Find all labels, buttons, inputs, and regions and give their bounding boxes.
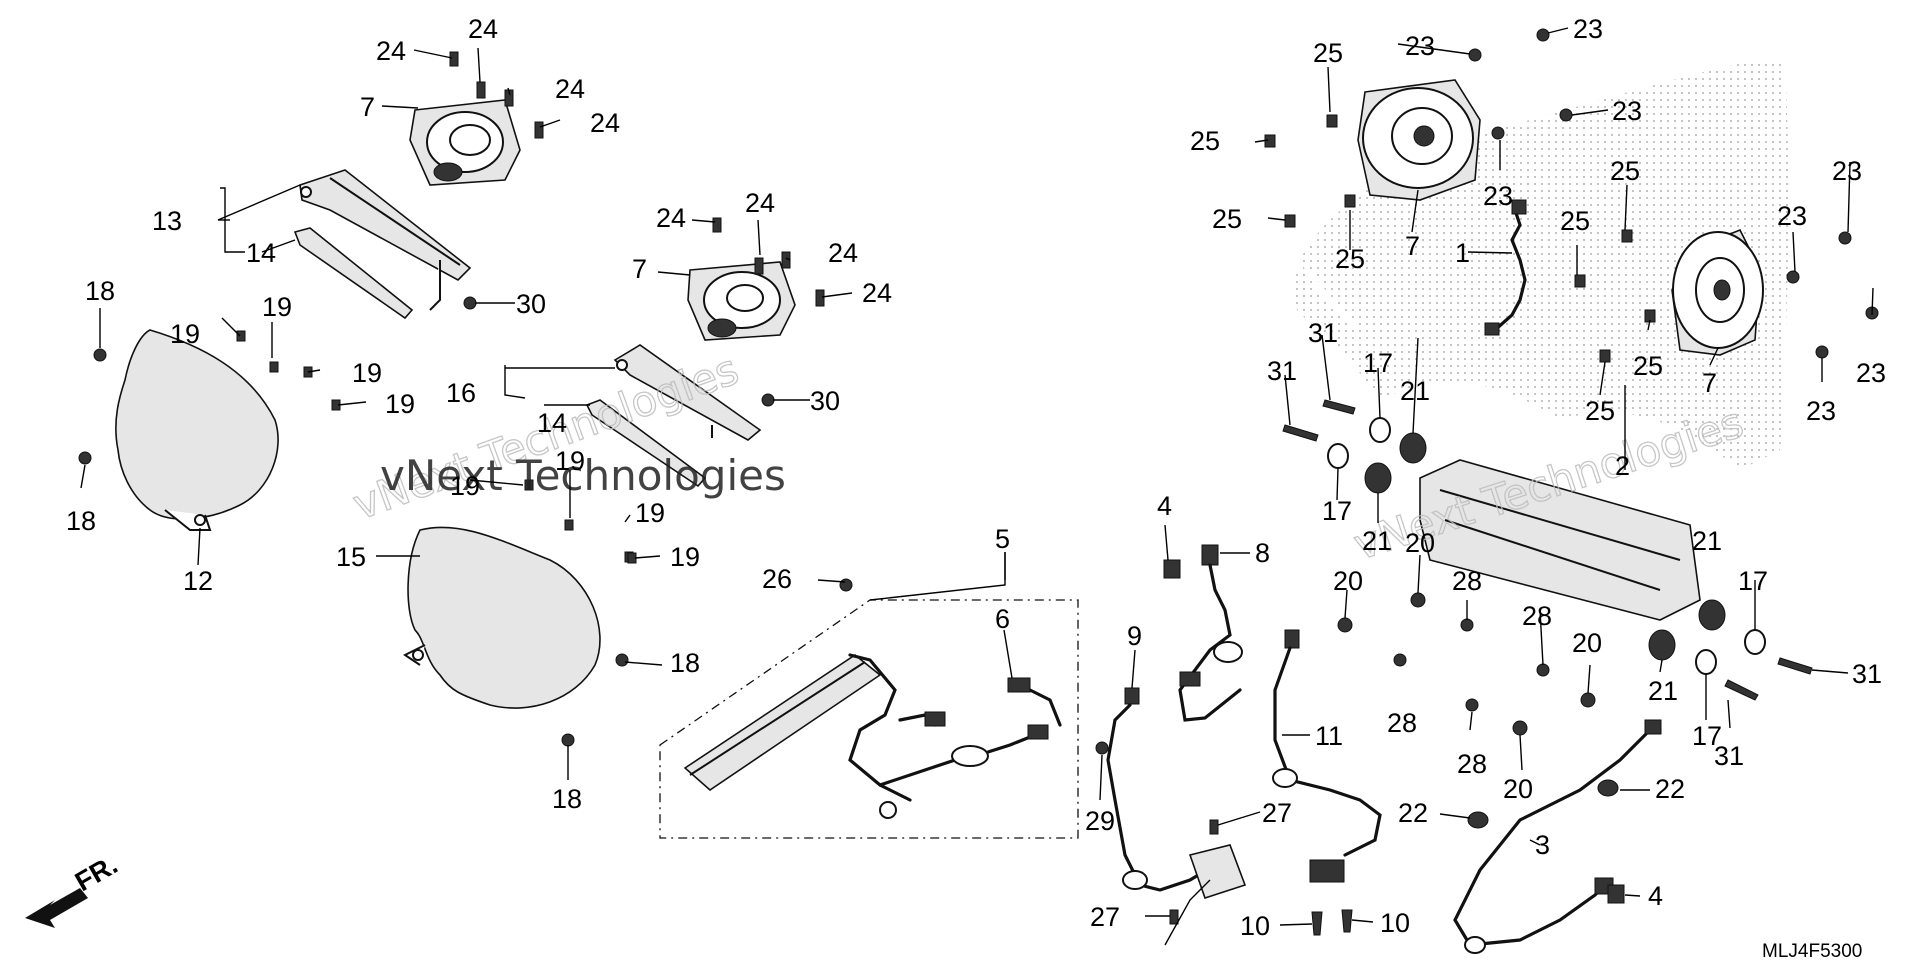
callout-label: 19: [555, 446, 585, 476]
callout-labels: 24 24 24 24 7 13 14 30 18 19 19 19 19 18…: [66, 14, 1886, 941]
callout-label: 23: [1573, 14, 1603, 44]
callout-label: 29: [1085, 806, 1115, 836]
callout-label: 24: [828, 238, 858, 268]
callout-label: 20: [1572, 628, 1602, 658]
callout-label: 10: [1380, 908, 1410, 938]
callout-label: 23: [1806, 396, 1836, 426]
callout-label: 19: [170, 319, 200, 349]
callout-label: 24: [862, 278, 892, 308]
callout-label: 24: [590, 108, 620, 138]
callout-label: 12: [183, 566, 213, 596]
leader-lines: [80, 27, 1874, 946]
callout-label: 18: [670, 648, 700, 678]
callout-label: 31: [1308, 318, 1338, 348]
callout-label: 16: [446, 378, 476, 408]
callout-label: 25: [1313, 38, 1343, 68]
callout-label: 14: [246, 238, 276, 268]
callout-label: 24: [555, 74, 585, 104]
callout-label: 25: [1560, 206, 1590, 236]
callout-label: 17: [1738, 566, 1768, 596]
callout-label: 19: [635, 498, 665, 528]
callout-label: 30: [516, 289, 546, 319]
callout-label: 25: [1633, 351, 1663, 381]
callout-label: 13: [152, 206, 182, 236]
callout-label: 19: [385, 389, 415, 419]
callout-label: 19: [262, 292, 292, 322]
callout-label: 25: [1335, 244, 1365, 274]
callout-label: 17: [1692, 721, 1722, 751]
callout-label: 21: [1692, 526, 1722, 556]
callout-label: 2: [1615, 451, 1630, 481]
dotted-background-shape: [1290, 60, 1789, 470]
callout-label: 19: [670, 542, 700, 572]
callout-label: 31: [1714, 741, 1744, 771]
callout-label: 20: [1333, 566, 1363, 596]
callout-label: 21: [1648, 676, 1678, 706]
callout-label: 7: [632, 254, 647, 284]
front-arrow: FR.: [25, 849, 123, 928]
antenna-harness-assembly: [659, 578, 1079, 839]
callout-label: 4: [1648, 881, 1663, 911]
callout-label: 23: [1612, 96, 1642, 126]
watermark-3: vNext Technologies: [380, 451, 786, 500]
callout-label: 23: [1483, 181, 1513, 211]
callout-label: 14: [537, 408, 567, 438]
callout-label: 20: [1503, 774, 1533, 804]
callout-label: 7: [360, 92, 375, 122]
left-speaker-assembly: [78, 51, 544, 531]
callout-label: 31: [1852, 659, 1882, 689]
callout-label: 9: [1127, 621, 1142, 651]
callout-label: 4: [1157, 491, 1172, 521]
callout-label: 24: [656, 203, 686, 233]
callout-label: 28: [1387, 708, 1417, 738]
callout-label: 28: [1452, 566, 1482, 596]
callout-label: 28: [1522, 601, 1552, 631]
callout-label: 25: [1212, 204, 1242, 234]
callout-label: 26: [762, 564, 792, 594]
callout-label: 11: [1315, 721, 1343, 751]
callout-label: 30: [810, 386, 840, 416]
callout-label: 21: [1362, 526, 1392, 556]
callout-label: 7: [1702, 368, 1717, 398]
callout-label: 27: [1262, 798, 1292, 828]
callout-label: 18: [552, 784, 582, 814]
callout-label: 19: [450, 471, 480, 501]
callout-label: 22: [1655, 774, 1685, 804]
callout-label: 23: [1777, 201, 1807, 231]
callout-label: 19: [352, 358, 382, 388]
callout-label: 23: [1832, 156, 1862, 186]
right-speaker-assembly: [1264, 28, 1879, 954]
callout-label: 25: [1585, 396, 1615, 426]
callout-label: 18: [85, 276, 115, 306]
callout-label: 25: [1190, 126, 1220, 156]
callout-label: 25: [1610, 156, 1640, 186]
callout-label: 28: [1457, 749, 1487, 779]
callout-label: 31: [1267, 356, 1297, 386]
callout-label: 23: [1405, 31, 1435, 61]
callout-label: 18: [66, 506, 96, 536]
callout-label: 10: [1240, 911, 1270, 941]
callout-label: 17: [1322, 496, 1352, 526]
callout-label: 3: [1535, 830, 1550, 860]
callout-label: 24: [745, 188, 775, 218]
callout-label: 7: [1405, 231, 1420, 261]
callout-label: 27: [1090, 902, 1120, 932]
middle-speaker-assembly: [403, 217, 825, 747]
callout-label: 17: [1363, 348, 1393, 378]
callout-label: 24: [376, 36, 406, 66]
callout-label: 21: [1400, 376, 1430, 406]
callout-label: 23: [1856, 358, 1886, 388]
callout-label: 1: [1455, 238, 1470, 268]
callout-label: 24: [468, 14, 498, 44]
callout-label: 22: [1398, 798, 1428, 828]
callout-label: 20: [1405, 528, 1435, 558]
callout-label: 15: [336, 542, 366, 572]
diagram-code: MLJ4F5300: [1762, 941, 1862, 960]
callout-label: 5: [995, 524, 1010, 554]
callout-label: 8: [1255, 538, 1270, 568]
callout-label: 6: [995, 604, 1010, 634]
